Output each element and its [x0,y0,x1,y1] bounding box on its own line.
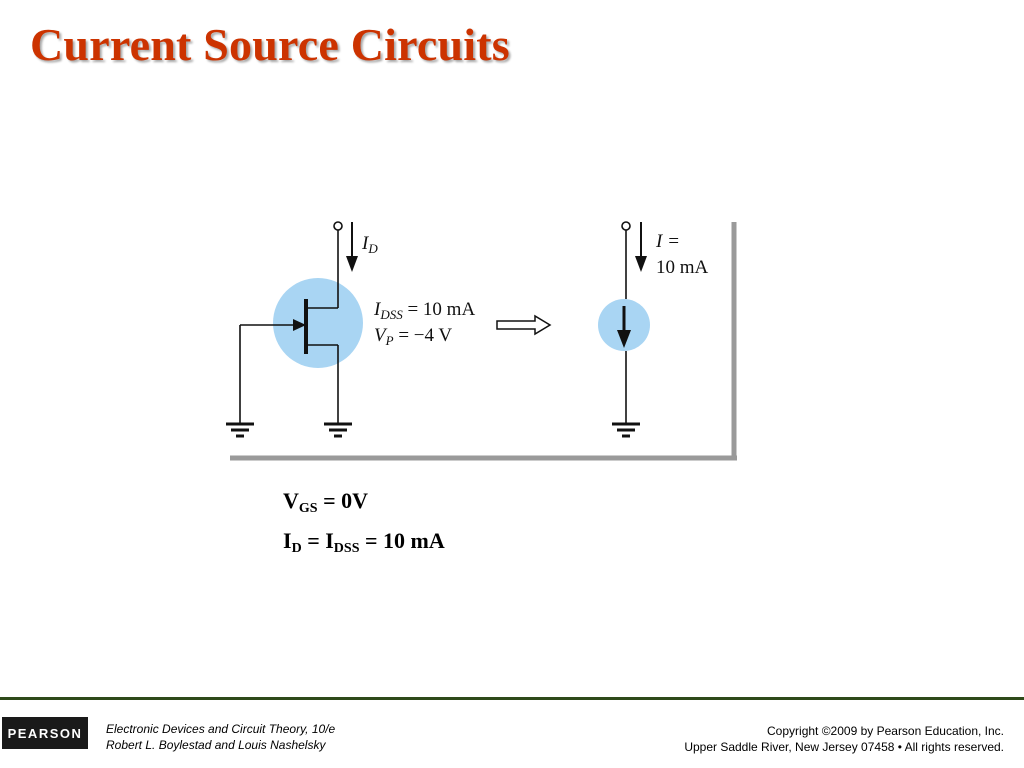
drain-current-arrow-icon [346,256,358,272]
ground-icon [324,422,352,438]
book-credit: Electronic Devices and Circuit Theory, 1… [106,721,335,753]
source-terminal [621,221,631,231]
copyright-line2: Upper Saddle River, New Jersey 07458 • A… [684,740,1004,754]
copyright: Copyright ©2009 by Pearson Education, In… [684,723,1004,755]
idss-label: IDSS = 10 mA [373,299,475,322]
equation-vgs: VGS = 0V [283,488,369,516]
equivalence-arrow-icon [496,314,552,336]
output-current-arrow-icon [635,256,647,272]
footer-divider [0,697,1024,700]
output-current-label-line2: 10 mA [656,257,709,278]
vp-label: VP = −4 V [374,325,452,348]
copyright-line1: Copyright ©2009 by Pearson Education, In… [767,724,1004,738]
drain-current-label: ID [361,233,378,256]
ground-icon [612,422,640,438]
output-current-label-line1: I = [655,231,680,252]
pearson-logo: PEARSON [2,717,88,749]
book-authors: Robert L. Boylestad and Louis Nashelsky [106,738,326,752]
equations: VGS = 0V ID = IDSS = 10 mA [283,485,445,565]
jfet-highlight [273,278,363,368]
source-direction-arrow-icon [617,330,631,348]
slide-title: Current Source Circuits [30,19,510,70]
book-title: Electronic Devices and Circuit Theory, 1… [106,722,336,736]
ground-icon [226,422,254,438]
gate-arrow-icon [293,319,306,331]
equation-id: ID = IDSS = 10 mA [283,528,445,556]
drain-terminal [333,221,343,231]
